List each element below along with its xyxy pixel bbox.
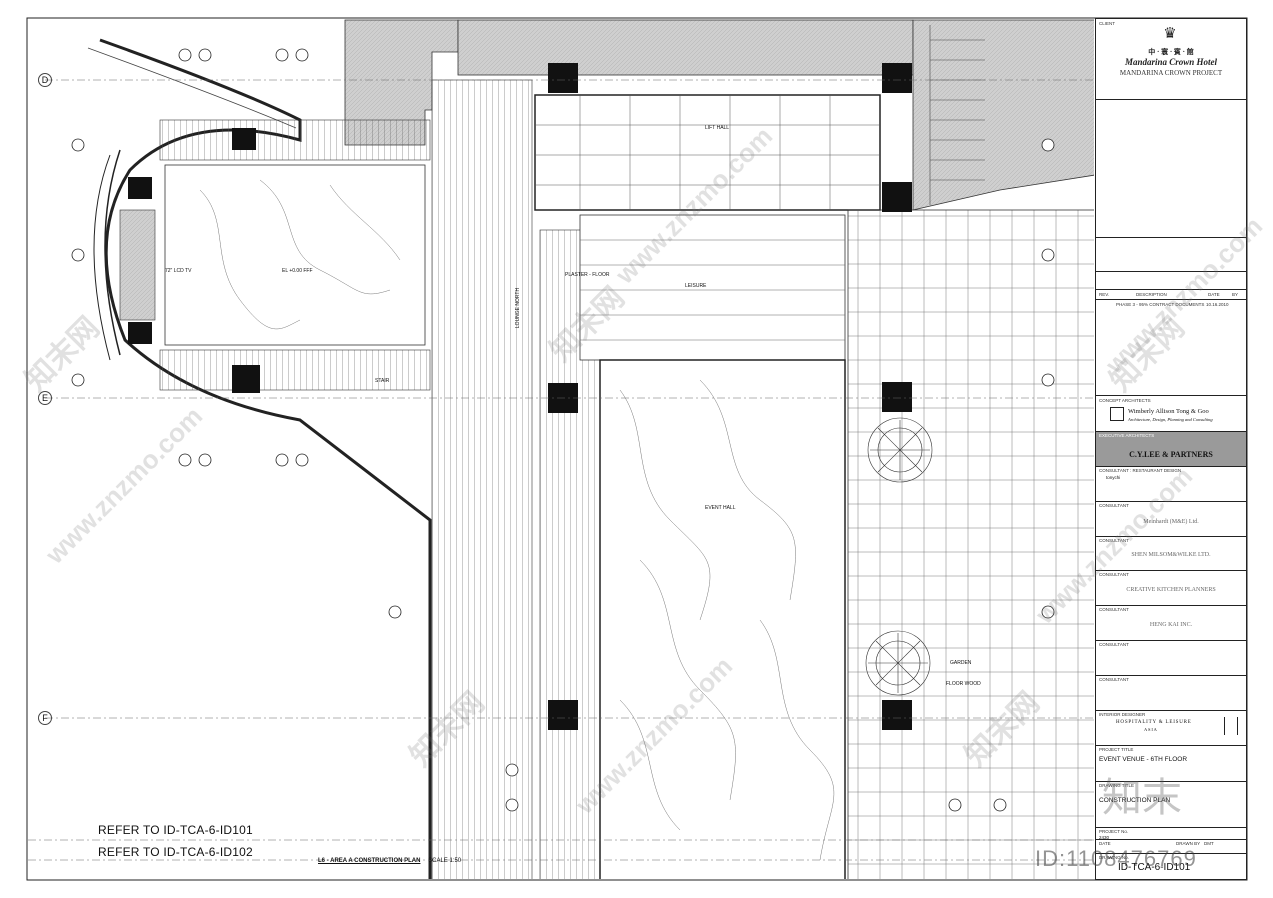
consultant-label-3: CONSULTANT [1099, 538, 1129, 543]
concept-architects-sub: Architecture, Design, Planning and Consu… [1128, 417, 1213, 422]
title-block: CLIENT ♛ 中 · 寰 · 賓 · 館 Mandarina Crown H… [1095, 18, 1247, 880]
consultant-shen-milsom: SHEN MILSOM&WILKE LTD. [1131, 552, 1211, 558]
interior-designer-label: INTERIOR DESIGNER [1099, 712, 1146, 717]
client-name: Mandarina Crown Hotel [1124, 57, 1218, 67]
executive-architects-name: C.Y.LEE & PARTNERS [1129, 450, 1213, 459]
consultant-restaurant-name: tonychi [1106, 475, 1121, 480]
room-label-lift-hall: LIFT HALL [705, 125, 730, 131]
reference-note-1: REFER TO ID-TCA-6-ID101 [98, 823, 253, 837]
drawing-title: CONSTRUCTION PLAN [1099, 797, 1171, 804]
consultant-label-4: CONSULTANT [1099, 572, 1129, 577]
date-header: DATE [1208, 292, 1220, 297]
drawing-title-label: DRAWING TITLE [1099, 783, 1135, 788]
drawn-by-label: DRAWN BY [1176, 841, 1201, 846]
garden-tiles [847, 209, 1094, 879]
event-hall [599, 359, 846, 879]
hla-logo-icon [1224, 717, 1238, 735]
project-no: 2430 [1099, 835, 1110, 840]
grid-axis-f: F [38, 711, 52, 725]
project-name: MANDARINA CROWN PROJECT [1119, 69, 1223, 77]
watermark-id: ID:1108476769 [1035, 846, 1197, 871]
interior-designer-name: HOSPITALITY & LEISURE [1116, 720, 1192, 725]
project-no-label: PROJECT No. [1099, 829, 1129, 834]
consultant-label-6: CONSULTANT [1099, 642, 1129, 647]
rev-header: REV. [1099, 292, 1110, 297]
note-plaster-floor: PLASTER - FLOOR [565, 272, 610, 278]
drawn-by: DMT [1204, 841, 1214, 846]
grid-axis-d: D [38, 73, 52, 87]
plan-caption: L6 - AREA A CONSTRUCTION PLAN SCALE 1:50 [318, 858, 461, 864]
lift-hall [534, 94, 881, 211]
by-header: BY [1232, 292, 1239, 297]
description-header: DESCRIPTION [1136, 292, 1167, 297]
executive-architects-band [1096, 432, 1246, 466]
room-label-stair: STAIR [375, 378, 390, 384]
reference-note-2: REFER TO ID-TCA-6-ID102 [98, 845, 253, 859]
project-title-label: PROJECT TITLE [1099, 747, 1134, 752]
consultant-creative-kitchen: CREATIVE KITCHEN PLANNERS [1126, 587, 1216, 593]
watermark-logo: 知末 [1102, 775, 1182, 821]
concept-architects-name: Wimberly Allison Tong & Goo [1128, 408, 1209, 415]
note-elevation: EL +0.00 FFF [282, 268, 313, 274]
room-label-garden: GARDEN [950, 660, 972, 666]
adjacent-building-top [457, 19, 914, 76]
marble-pattern [199, 179, 835, 861]
room-label-event-hall: EVENT HALL [705, 505, 736, 511]
crown-logo-icon: ♛ [1163, 25, 1177, 42]
leisure-room [164, 164, 426, 346]
client-logo-text: 中 · 寰 · 賓 · 館 [1148, 48, 1194, 56]
consultant-restaurant-label: CONSULTANT : RESTAURANT DESIGN [1099, 468, 1182, 473]
room-label-lounge-north: LOUNGE NORTH [515, 287, 522, 329]
sheet-border [26, 17, 1248, 881]
revision-date: 10.16.2010 [1206, 302, 1229, 307]
plan-caption-scale: SCALE 1:50 [428, 858, 462, 864]
interior-designer-sub: ASIA [1144, 727, 1158, 732]
concept-architects-label: CONCEPT ARCHITECTS [1099, 398, 1151, 403]
consultant-label-7: CONSULTANT [1099, 677, 1129, 682]
drawing-no-label: DRAWING No. [1099, 855, 1129, 860]
wat-logo-icon [1110, 407, 1124, 421]
revision-entry: PHASE 3 - 95% CONTRACT DOCUMENTS [1116, 302, 1205, 307]
grid-axis-e: E [38, 391, 52, 405]
consultant-label-5: CONSULTANT [1099, 607, 1129, 612]
room-label-leisure: LEISURE [685, 283, 707, 289]
adjacent-building-right [912, 19, 1094, 211]
executive-architects-label: EXECUTIVE ARCHITECTS [1099, 433, 1155, 438]
tree-symbols [865, 417, 933, 696]
plan-caption-title: L6 - AREA A CONSTRUCTION PLAN [318, 858, 421, 864]
date-label: DATE [1099, 841, 1111, 846]
consultant-heng-kai: HENG KAI INC. [1149, 622, 1193, 628]
corridor-hatch [431, 79, 533, 879]
client-label: CLIENT [1099, 21, 1116, 26]
note-lcd-tv: 72" LCD TV [165, 268, 192, 274]
note-floor-wood: FLOOR WOOD [946, 681, 981, 687]
consultant-meinhardt: Meinhardt (M&E) Ltd. [1143, 519, 1199, 525]
structural-columns [128, 63, 912, 730]
project-title: EVENT VENUE - 6TH FLOOR [1099, 756, 1188, 763]
drawing-no: ID-TCA-6-ID101 [1118, 862, 1191, 873]
consultant-label-2: CONSULTANT [1099, 503, 1129, 508]
